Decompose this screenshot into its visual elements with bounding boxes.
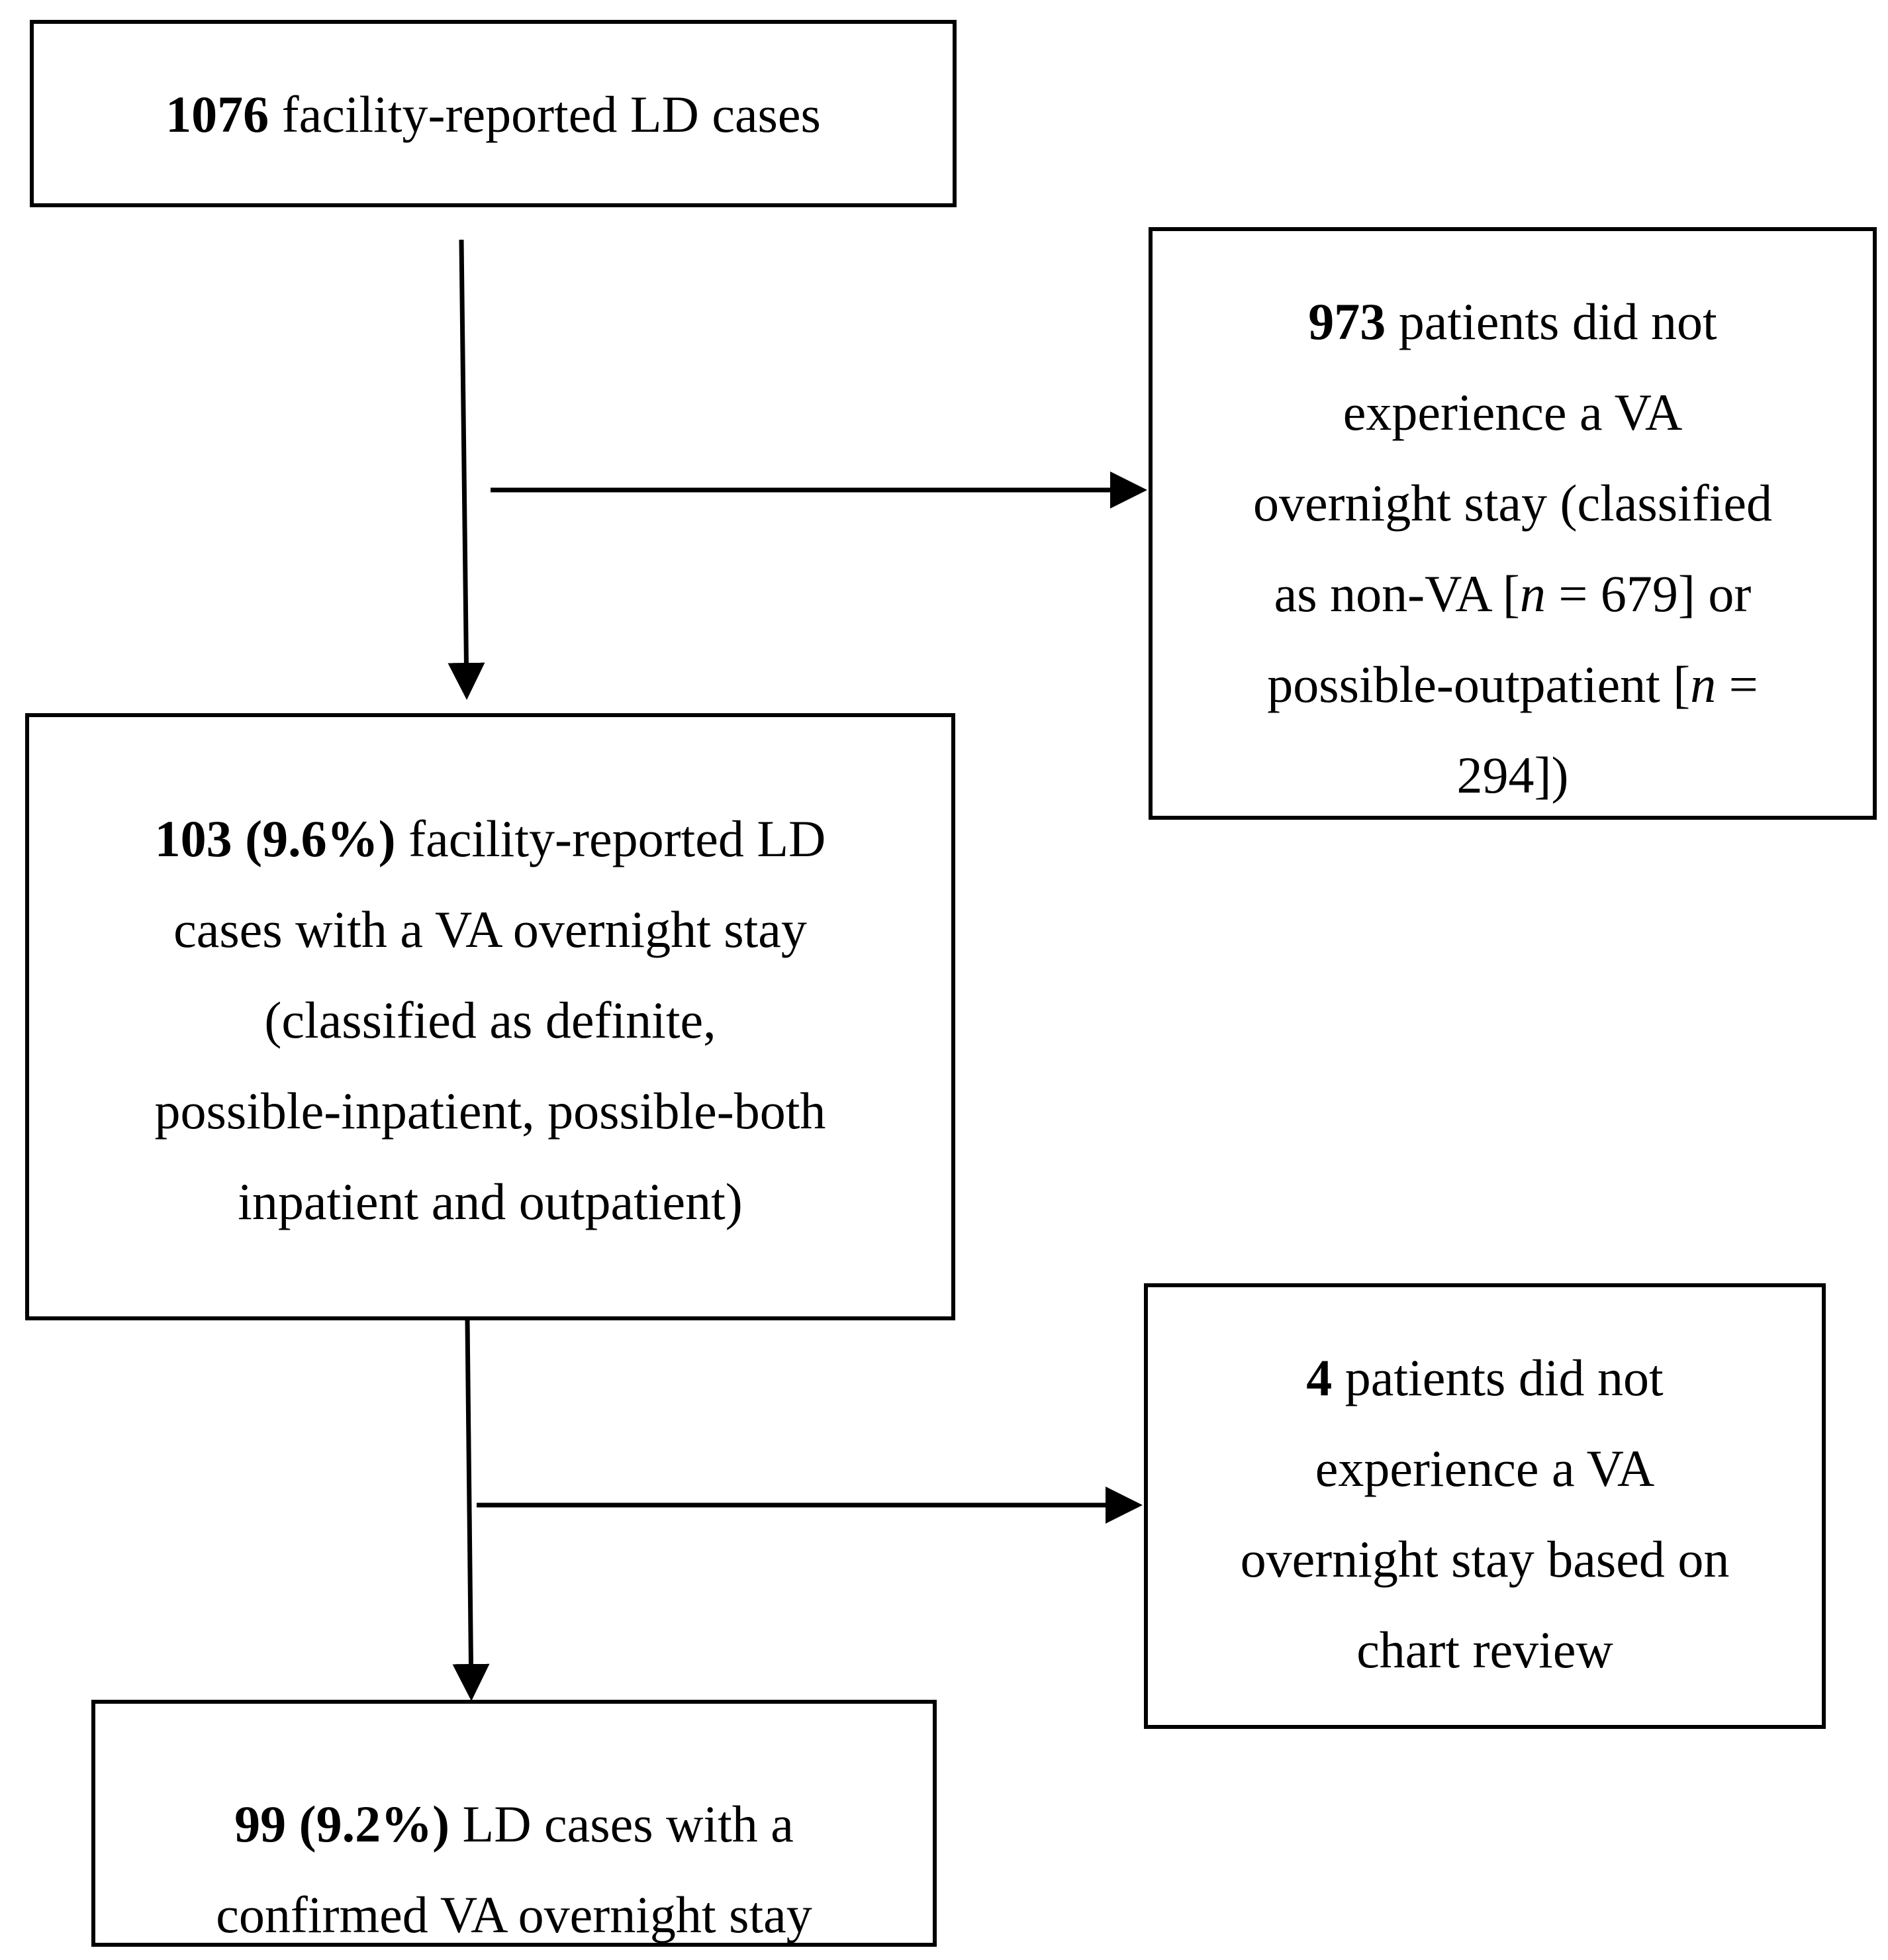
box-excluded-2-line-4: chart review — [1356, 1621, 1613, 1679]
box-total-line: 1076 facility-reported LD cases — [34, 69, 953, 160]
box-confirmed-text-1: LD cases with a — [449, 1795, 794, 1853]
box-excluded-1-text-5a: possible-outpatient [ — [1267, 656, 1691, 713]
box-chart-review-excluded: 4 patients did not experience a VA overn… — [1144, 1283, 1826, 1729]
box-excluded-2-count: 4 — [1306, 1349, 1333, 1406]
box-excluded-1-n-symbol: n — [1519, 565, 1546, 622]
box-overnight-line-4: possible-inpatient, possible-both — [154, 1082, 826, 1140]
box-excluded-1-text-4a: as non-VA [ — [1274, 565, 1520, 622]
box-excluded-2-line-2: experience a VA — [1315, 1440, 1655, 1497]
box-facility-reported-cases: 1076 facility-reported LD cases — [30, 20, 957, 207]
box-excluded-1-line-2: experience a VA — [1343, 383, 1683, 441]
box-overnight-line-1: 103 (9.6%) facility-reported LD — [29, 793, 951, 884]
box-excluded-1-text-5b: = — [1716, 656, 1758, 713]
box-overnight-count: 103 (9.6%) — [154, 810, 396, 867]
arrow-down-total-to-overnight — [448, 239, 485, 700]
box-confirmed-line-1: 99 (9.2%) LD cases with a — [95, 1779, 933, 1869]
box-excluded-1-line-3: overnight stay (classified — [1252, 474, 1773, 532]
box-no-overnight-stay: 973 patients did not experience a VA ove… — [1149, 227, 1877, 820]
box-excluded-2-text-1: patients did not — [1332, 1349, 1664, 1406]
box-excluded-1-line-1: 973 patients did not — [1153, 276, 1873, 367]
box-overnight-line-5: inpatient and outpatient) — [238, 1173, 743, 1230]
box-excluded-1-line-5: possible-outpatient [n = — [1153, 639, 1873, 730]
box-confirmed-line-2: confirmed VA overnight stay — [216, 1886, 812, 1943]
box-total-count: 1076 — [165, 85, 269, 143]
box-excluded-1-n-symbol-2: n — [1690, 656, 1717, 713]
box-excluded-2-line-1: 4 patients did not — [1148, 1332, 1822, 1423]
box-confirmed-overnight-stay: 99 (9.2%) LD cases with a confirmed VA o… — [91, 1700, 937, 1947]
box-va-overnight-stay: 103 (9.6%) facility-reported LD cases wi… — [25, 713, 955, 1320]
box-confirmed-count: 99 (9.2%) — [234, 1795, 450, 1853]
box-excluded-1-line-6: 294]) — [1456, 746, 1569, 804]
box-excluded-2-line-3: overnight stay based on — [1240, 1530, 1730, 1588]
box-excluded-1-text-4b: = 679] or — [1545, 565, 1752, 622]
box-total-text: facility-reported LD cases — [269, 85, 821, 143]
box-overnight-text-1: facility-reported LD — [395, 810, 826, 867]
box-excluded-1-text-1: patients did not — [1386, 293, 1717, 350]
box-overnight-line-3: (classified as definite, — [264, 991, 716, 1049]
box-excluded-1-line-4: as non-VA [n = 679] or — [1153, 548, 1873, 639]
box-overnight-line-2: cases with a VA overnight stay — [173, 901, 807, 958]
arrow-down-overnight-to-confirmed — [452, 1319, 490, 1701]
box-excluded-1-count: 973 — [1308, 293, 1386, 350]
